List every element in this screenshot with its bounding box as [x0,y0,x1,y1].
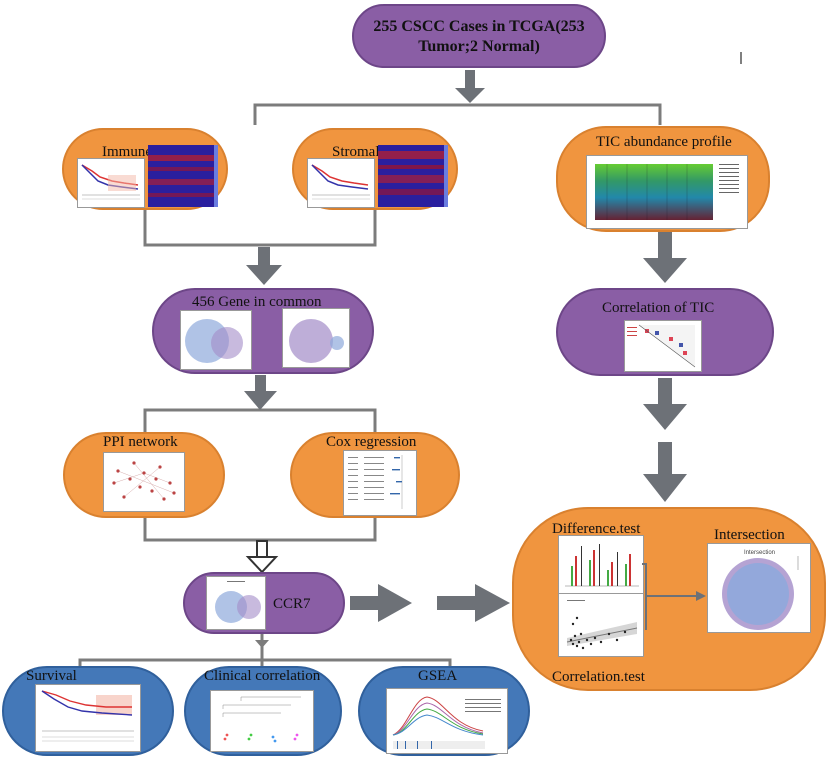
correlation-test-thumb [558,593,644,657]
intersection-venn-thumb: Intersection [707,543,811,633]
intersection-venn-title: Intersection [744,550,775,556]
immune-heatmap-thumb [148,145,218,207]
tic-correlation-label: Correlation of TIC [602,300,715,316]
arrow-tic-corr [643,232,687,283]
arrow-common-ppi [244,375,277,410]
gsea-label: GSEA [418,668,458,684]
top-line-1: 255 CSCC Cases in TCGA(253 [373,18,585,35]
immune-survival-thumb [77,158,145,208]
arrow-scores-common [246,247,282,285]
tic-stacked-bar-thumb [586,155,748,229]
venn-immune-thumb [180,310,252,370]
cox-forest-thumb [343,450,417,516]
arrow-top-down [455,70,485,103]
clinical-violin-thumb [210,690,314,752]
tic-corr-matrix-thumb [624,320,702,372]
ppi-network-thumb [103,452,185,512]
stromal-heatmap-thumb [378,145,448,207]
gene-common-label: 456 Gene in common [192,294,322,310]
cox-regression-label: Cox regression [326,434,417,450]
intersection-connector [642,563,706,630]
survival-label: Survival [26,668,77,684]
stromal-survival-thumb [307,158,375,208]
ccr7-label: CCR7 [273,596,311,612]
survival-km-thumb [35,684,141,752]
arrow-ccr7-right1 [350,584,412,622]
intersection-label: Intersection [714,527,785,543]
difference-test-thumb [558,535,644,595]
ccr7-venn-thumb [206,576,266,630]
arrow-cox-ccr7 [245,540,279,574]
clinical-correlation-label: Clinical correlation [204,668,321,684]
venn-stromal-thumb [282,308,350,368]
arrow-corr-down2 [643,442,687,502]
top-line-2: Tumor;2 Normal) [418,38,540,55]
tic-abundance-label: TIC abundance profile [596,134,732,150]
ppi-network-label: PPI network [103,434,178,450]
arrow-ccr7-right2 [437,584,510,622]
arrow-corr-down1 [643,378,687,430]
node-tcga-cases: 255 CSCC Cases in TCGA(253 Tumor;2 Norma… [352,4,606,68]
small-arrow [255,640,269,648]
correlation-test-label: Correlation.test [552,669,645,685]
difference-test-label: Difference.test [552,521,641,537]
gsea-plot-thumb [386,688,508,754]
